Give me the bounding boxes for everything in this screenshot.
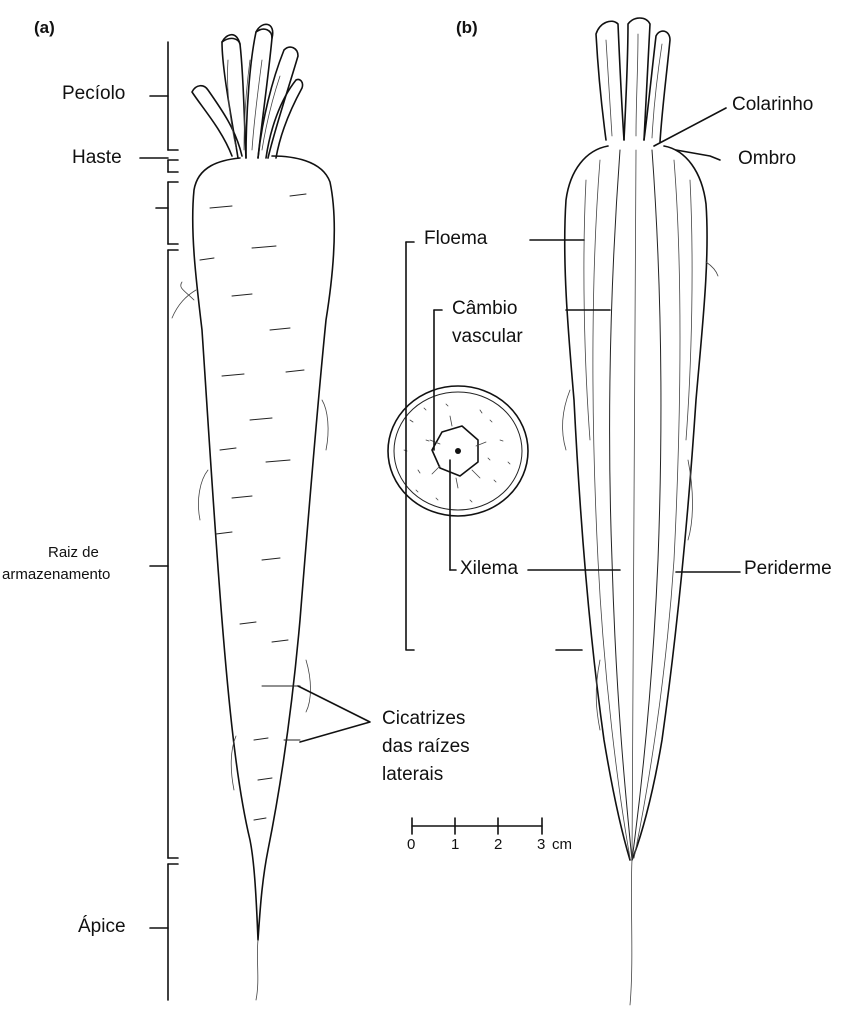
lateral-root-scars [200,194,306,820]
label-cicatrizes-line1: Cicatrizes [382,708,465,730]
panel-label-b: (b) [456,18,478,38]
scale-tick-0: 0 [407,836,415,853]
label-cambio-line2: vascular [452,326,523,348]
label-floema: Floema [424,228,487,250]
label-cambio-line1: Câmbio [452,298,517,320]
panel-label-a: (a) [34,18,55,38]
label-haste: Haste [72,147,122,169]
label-ombro: Ombro [738,148,796,170]
carrot-a-drawing [140,24,370,1000]
label-peciolo: Pecíolo [62,83,125,105]
colarinho-leader [654,108,726,146]
label-cicatrizes-line2: das raízes [382,736,470,758]
label-colarinho: Colarinho [732,94,813,116]
measurement-ruler-a [140,42,178,1000]
scale-tick-2: 2 [494,836,502,853]
label-periderme: Periderme [744,558,832,580]
label-cicatrizes-line3: laterais [382,764,443,786]
label-raiz-line1: Raiz de [48,544,99,561]
carrot-b-outline [565,146,707,860]
cicatrizes-leader [298,686,370,742]
label-raiz-line2: armazenamento [2,566,110,583]
cross-section-texture [404,404,510,502]
label-apice: Ápice [78,916,126,938]
scale-bar [412,818,542,834]
carrot-a-outline [193,156,335,940]
petiole-bundle-a [192,24,303,158]
label-xilema: Xilema [460,558,518,580]
root-hairs-a [172,282,328,1000]
carrot-b-drawing [528,18,740,1005]
scale-unit: cm [552,836,572,853]
scale-tick-3: 3 [537,836,545,853]
scale-tick-1: 1 [451,836,459,853]
floema-bracket [406,242,414,650]
vascular-lines [584,150,692,860]
